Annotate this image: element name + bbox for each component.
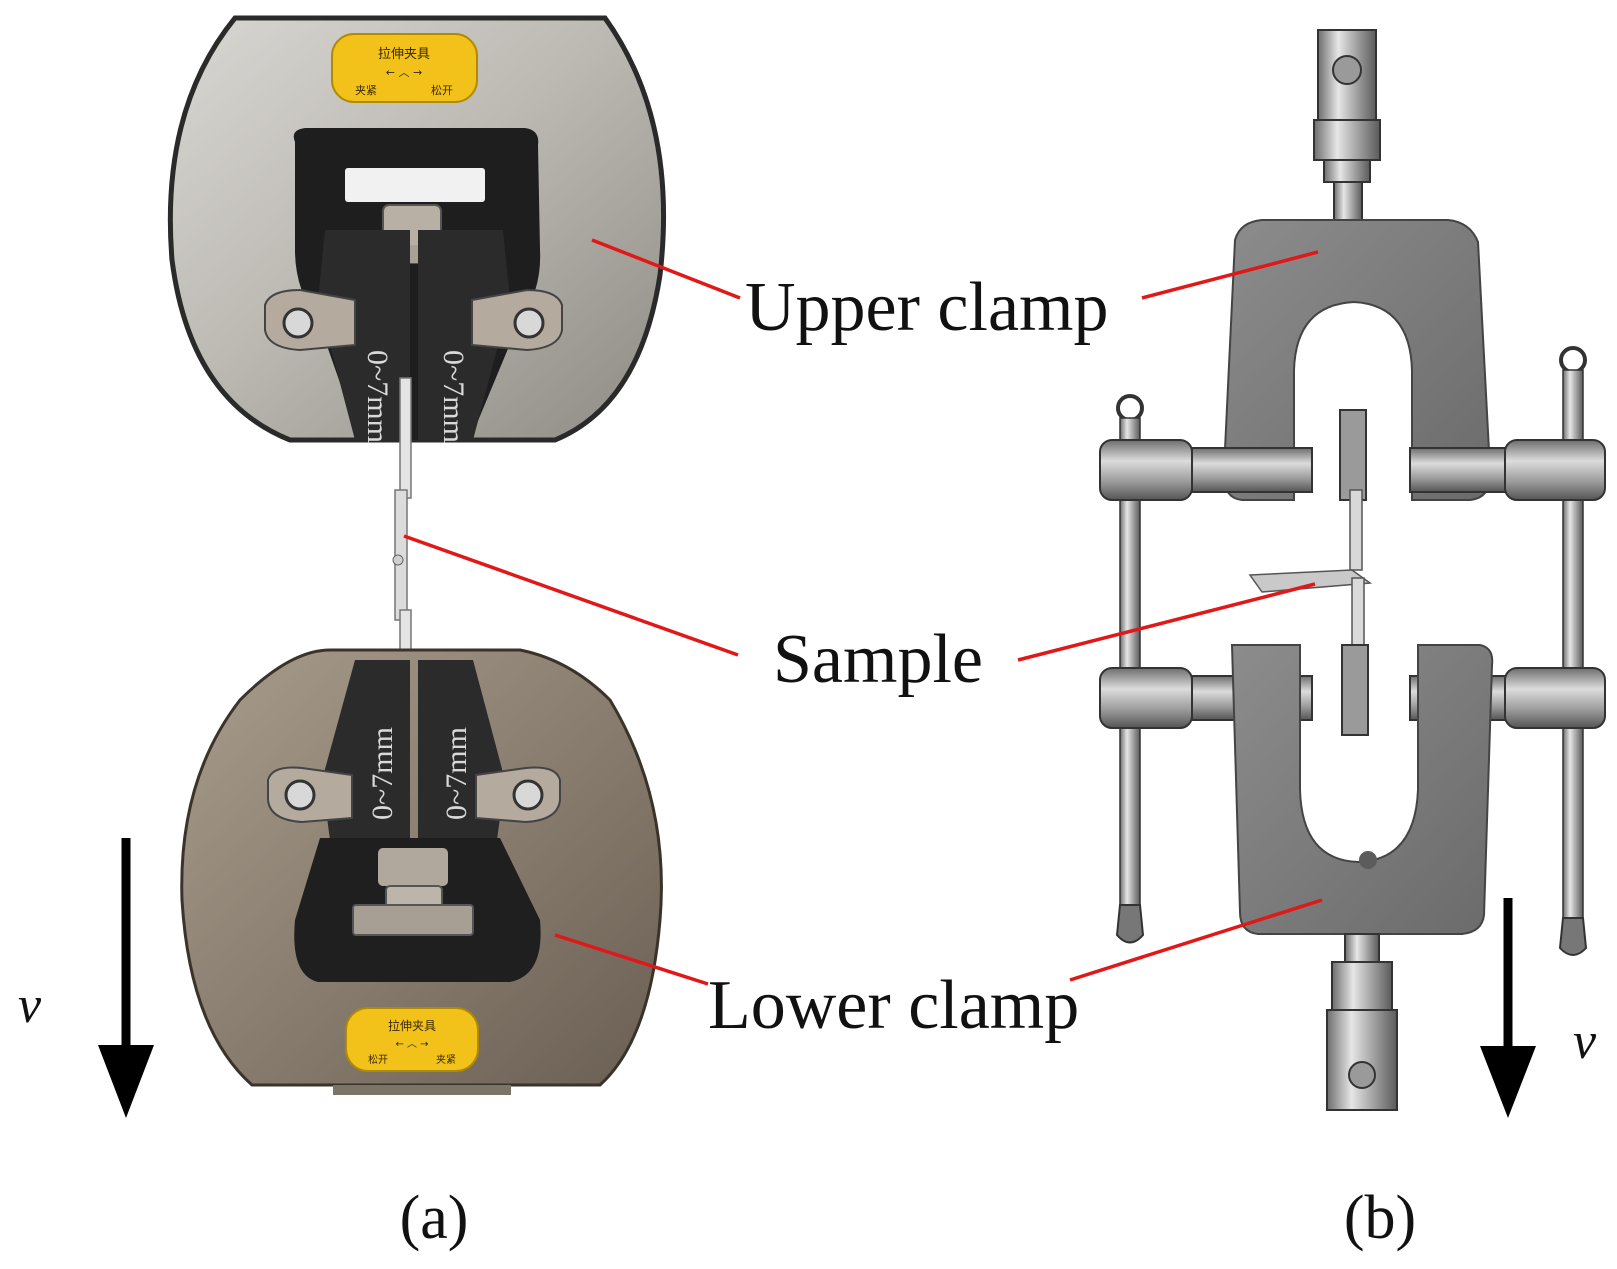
upper-crossbar-b [1099,409,1606,501]
lower-badge-left: 松开 [368,1053,388,1066]
sample-b [1248,489,1373,679]
lower-badge-arrows: ← ︿ → [395,1039,428,1050]
lower-clamp-a: 0~7mm 0~7mm 拉伸夹具 ← ︿ → 松开 夹紧 [180,648,663,1095]
guide-rod-right [1558,346,1588,956]
upper-badge-left: 夹紧 [355,84,377,97]
sample-label: Sample [773,621,983,698]
velocity-label-b: v [1573,1013,1597,1070]
leader-lower-a [554,933,709,986]
leader-upper-b [1141,250,1319,300]
caption-b: (b) [1344,1184,1416,1252]
leader-sample-a [403,534,739,657]
panel-b: v (b) [1099,29,1606,1252]
velocity-arrow-b [1480,898,1536,1118]
lower-badge-title: 拉伸夹具 [388,1018,436,1033]
lower-clamp-badge: 拉伸夹具 ← ︿ → 松开 夹紧 [345,1007,479,1072]
upper-clamp-a: 0~7mm 0~7mm 拉伸夹具 ← ︿ → 夹紧 松开 [167,15,667,443]
upper-right-grip-marking: 0~7mm [437,350,470,443]
leader-lower-b [1069,898,1323,982]
top-rod-b [1313,29,1381,223]
upper-badge-arrows: ← ︿ → [386,66,422,79]
lower-clamp-b [1230,644,1494,935]
upper-left-grip-marking: 0~7mm [361,350,394,443]
upper-clamp-badge: 拉伸夹具 ← ︿ → 夹紧 松开 [331,33,478,103]
upper-badge-right: 松开 [431,83,453,97]
upper-badge-title: 拉伸夹具 [378,47,430,62]
lower-left-grip-marking: 0~7mm [366,727,399,820]
caption-a: (a) [400,1184,469,1252]
lower-badge-right: 夹紧 [436,1053,456,1066]
leader-upper-a [591,238,741,300]
lower-clamp-label: Lower clamp [708,967,1079,1044]
lower-right-grip-marking: 0~7mm [440,727,473,820]
leader-lines [403,238,1323,986]
velocity-arrow-a [98,838,154,1118]
velocity-label-a: v [18,977,42,1034]
leader-sample-b [1017,582,1316,662]
panel-a: 0~7mm 0~7mm 拉伸夹具 ← ︿ → 夹紧 松开 0~7mm [18,15,667,1252]
upper-clamp-label: Upper clamp [745,269,1108,346]
bottom-rod-b [1326,933,1398,1111]
